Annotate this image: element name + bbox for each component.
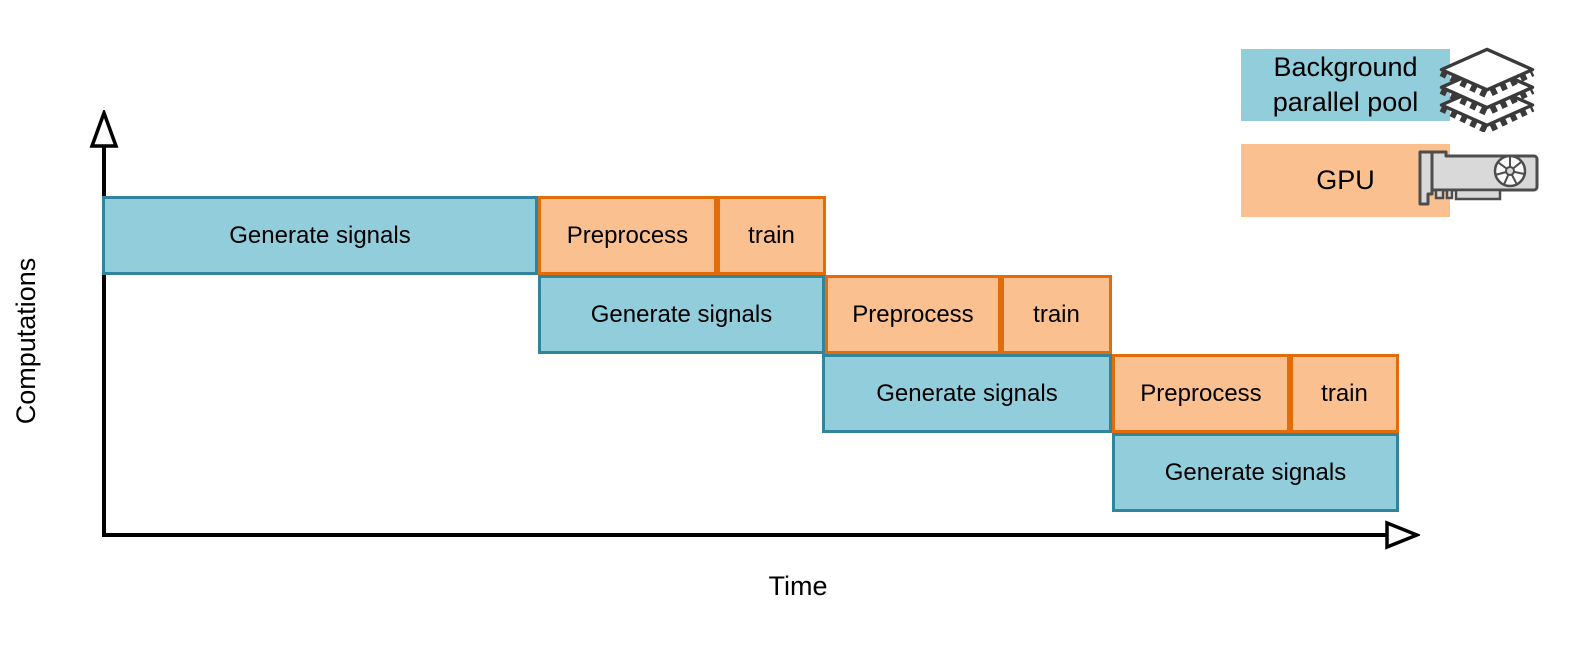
gpu-card-icon [1418,150,1539,206]
task-box-gpu: train [1001,275,1112,354]
legend-gpu-label: GPU [1316,164,1375,195]
task-box-pool: Generate signals [102,196,538,275]
legend-pool-label-line1: Background [1273,51,1418,82]
task-box-pool: Generate signals [1112,433,1399,512]
y-axis-arrowhead-icon [89,110,119,148]
x-axis-arrowhead-icon [1385,520,1420,550]
task-box-pool: Generate signals [538,275,825,354]
x-axis [102,533,1392,537]
y-axis [102,146,106,537]
processor-stack-icon [1439,47,1535,132]
task-box-gpu: Preprocess [538,196,717,275]
task-box-gpu: Preprocess [825,275,1001,354]
legend-item-background-parallel-pool: Background parallel pool [1241,49,1450,121]
legend-pool-label-line2: parallel pool [1272,87,1419,117]
task-box-pool: Generate signals [822,354,1112,433]
legend-item-gpu: GPU [1241,144,1450,217]
task-box-gpu: train [717,196,826,275]
x-axis-label: Time [768,571,828,601]
task-box-gpu: Preprocess [1112,354,1290,433]
y-axis-label: Computations [11,257,41,425]
task-box-gpu: train [1290,354,1399,433]
